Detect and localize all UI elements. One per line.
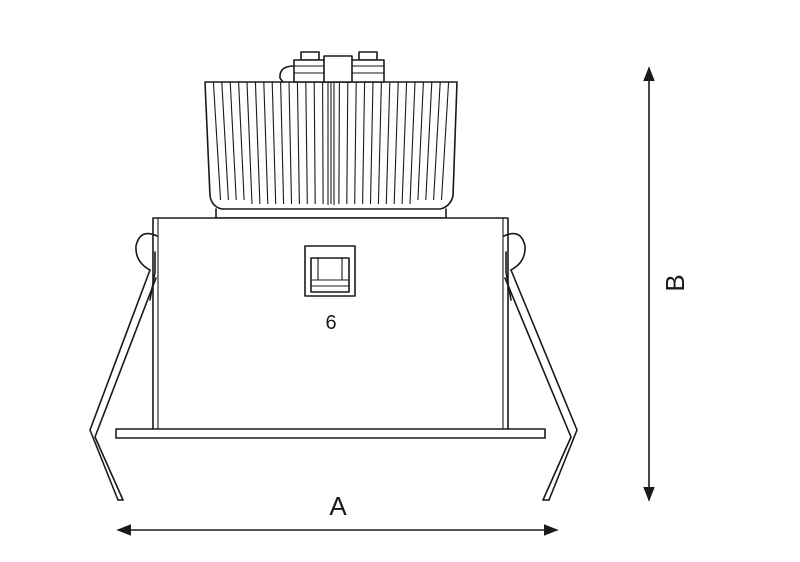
heat-sink-fin (221, 81, 229, 201)
heat-sink-fin (433, 81, 441, 201)
heat-sink-fin (338, 81, 340, 205)
heat-sink-fin (417, 81, 424, 201)
heat-sink (204, 81, 458, 219)
heat-sink-fin (362, 81, 366, 205)
left-spring-clip (89, 232, 158, 501)
heat-sink-fin (322, 81, 324, 205)
heat-sink-fin (229, 81, 237, 201)
heat-sink-fin (238, 81, 245, 201)
heat-sink-fin (440, 81, 450, 201)
heat-sink-fin (354, 81, 357, 205)
heat-sink-fin (246, 81, 253, 205)
driver-connector (279, 51, 385, 83)
heat-sink-fin (296, 81, 300, 205)
heat-sink-fin (288, 81, 293, 205)
heat-sink-fin (271, 81, 277, 205)
body-marking: 6 (325, 312, 336, 334)
dimension-b-label: B (660, 274, 690, 291)
heat-sink-fins (212, 81, 450, 205)
heat-sink-fin (280, 81, 285, 205)
heat-sink-fin (401, 81, 408, 205)
heat-sink-fin (263, 81, 269, 205)
trim-flange (115, 428, 546, 439)
heat-sink-fin (212, 81, 222, 201)
heat-sink-fin (393, 81, 399, 205)
dimension-a: A (116, 491, 559, 536)
heat-sink-fin (385, 81, 391, 205)
heat-sink-fin (346, 81, 349, 205)
heat-sink-fin (313, 81, 316, 205)
terminal-block (304, 245, 356, 297)
right-spring-clip (503, 232, 578, 501)
dimension-a-label: A (329, 491, 347, 521)
heat-sink-fin (369, 81, 374, 205)
dimension-b: B (643, 66, 690, 502)
heat-sink-fin (409, 81, 416, 205)
heat-sink-fin (425, 81, 433, 201)
heat-sink-fin (254, 81, 261, 205)
heat-sink-fin (305, 81, 308, 205)
heat-sink-fin (377, 81, 382, 205)
